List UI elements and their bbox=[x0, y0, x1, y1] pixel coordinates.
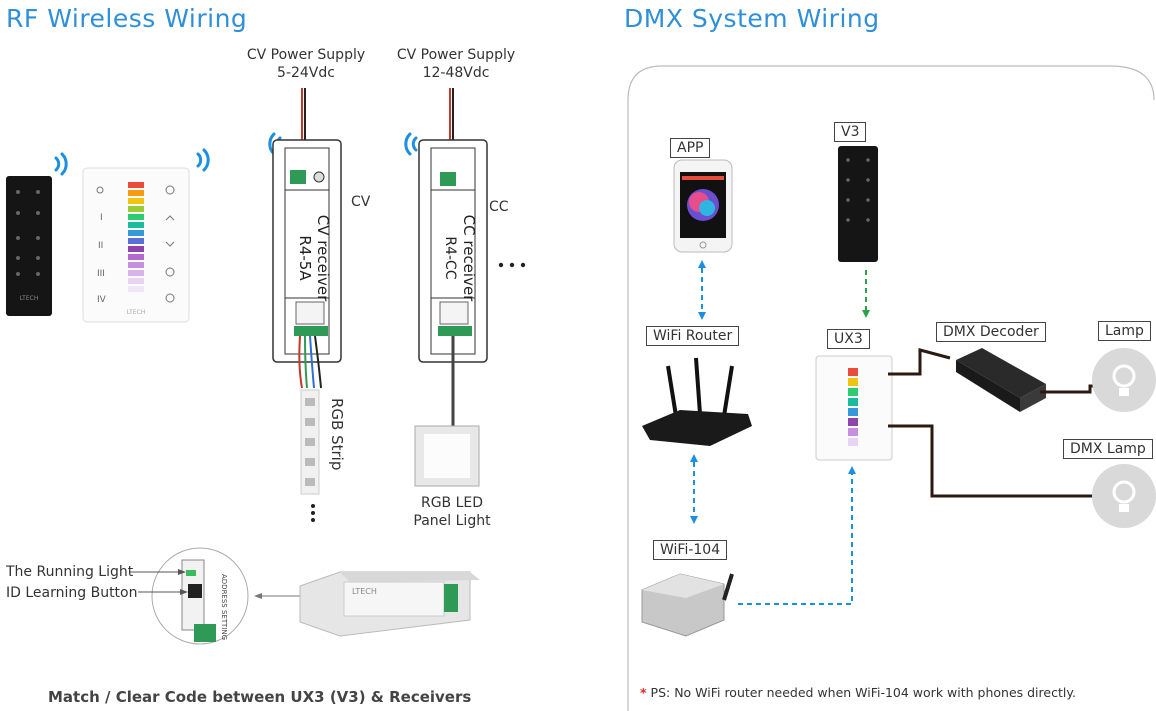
v3-remote bbox=[838, 146, 878, 262]
receiver-device-brand: LTECH bbox=[352, 587, 377, 596]
dmx-lamp-icon bbox=[1092, 464, 1156, 528]
lamp-label: Lamp bbox=[1098, 321, 1151, 341]
ux3-panel bbox=[815, 355, 893, 461]
footnote: * PS: No WiFi router needed when WiFi-10… bbox=[640, 685, 1076, 700]
zone-3-label: III bbox=[97, 269, 105, 279]
cv-receiver-name: CV receiver bbox=[314, 215, 332, 302]
ux3-panel-brand: LTECH bbox=[127, 309, 146, 316]
lamp-icon bbox=[1092, 348, 1156, 412]
dmx-diagram bbox=[627, 65, 1156, 711]
cc-power-supply-title: CV Power Supply bbox=[396, 47, 516, 63]
zone-1-label: I bbox=[100, 213, 103, 223]
v3-remote-brand: LTECH bbox=[20, 295, 39, 302]
panel-light-label: RGB LED Panel Light bbox=[382, 494, 522, 530]
dmx-title: DMX System Wiring bbox=[624, 4, 880, 33]
footnote-text: PS: No WiFi router needed when WiFi-104 … bbox=[650, 685, 1076, 700]
v3-label: V3 bbox=[834, 122, 867, 142]
running-light-label: The Running Light bbox=[6, 564, 134, 580]
cv-power-supply-title: CV Power Supply bbox=[246, 47, 366, 63]
panel-light-line-1: RGB LED bbox=[420, 495, 484, 511]
wifi-icon bbox=[404, 132, 418, 156]
receiver-device: LTECH bbox=[299, 571, 480, 637]
cc-label: CC bbox=[489, 199, 509, 215]
cc-receiver-model: R4-CC bbox=[442, 236, 458, 279]
rf-title: RF Wireless Wiring bbox=[6, 4, 248, 33]
zone-4-label: IV bbox=[97, 295, 107, 305]
rgb-strip-label: RGB Strip bbox=[328, 398, 346, 470]
wifi-icon bbox=[196, 148, 210, 172]
ellipsis-more-receivers bbox=[498, 262, 526, 268]
cv-receiver: CV receiver R4-5A bbox=[272, 88, 342, 389]
ux3-label: UX3 bbox=[827, 329, 870, 349]
cv-receiver-model: R4-5A bbox=[296, 235, 314, 281]
color-slider bbox=[128, 182, 144, 292]
wifi104-label: WiFi-104 bbox=[653, 540, 728, 560]
cc-receiver: CC receiver R4-CC bbox=[418, 88, 488, 426]
cc-receiver-name: CC receiver bbox=[460, 215, 478, 303]
receiver-detail-zoom: ADDRESS SETTING bbox=[151, 547, 249, 645]
zone-2-label: II bbox=[98, 241, 103, 251]
panel-light-line-2: Panel Light bbox=[413, 513, 491, 529]
footnote-star: * bbox=[640, 685, 647, 700]
address-setting-label: ADDRESS SETTING bbox=[220, 574, 228, 640]
phone-device bbox=[673, 159, 733, 253]
app-label: APP bbox=[670, 138, 711, 158]
wifi-router-label: WiFi Router bbox=[646, 326, 740, 346]
wifi104-device bbox=[641, 573, 734, 637]
dmx-decoder-device bbox=[956, 348, 1046, 412]
wifi-router-device bbox=[642, 357, 752, 446]
cv-power-supply-label: CV Power Supply 5-24Vdc bbox=[236, 46, 376, 82]
rgb-strip bbox=[300, 389, 320, 522]
cv-power-supply-voltage: 5-24Vdc bbox=[277, 65, 335, 81]
rgb-panel-light bbox=[414, 425, 480, 487]
wifi-icon bbox=[54, 152, 68, 176]
rf-footer: Match / Clear Code between UX3 (V3) & Re… bbox=[48, 688, 472, 706]
cc-power-supply-label: CV Power Supply 12-48Vdc bbox=[386, 46, 526, 82]
cv-label: CV bbox=[351, 194, 371, 210]
dmx-lamp-label: DMX Lamp bbox=[1063, 439, 1153, 459]
cc-power-supply-voltage: 12-48Vdc bbox=[422, 65, 490, 81]
rf-diagram: LTECH I II III IV bbox=[6, 88, 526, 645]
id-learning-button-label: ID Learning Button bbox=[6, 585, 138, 601]
v3-remote-left: LTECH bbox=[6, 176, 52, 316]
dmx-decoder-label: DMX Decoder bbox=[936, 322, 1046, 342]
ux3-panel-left: I II III IV LTECH bbox=[82, 167, 190, 323]
